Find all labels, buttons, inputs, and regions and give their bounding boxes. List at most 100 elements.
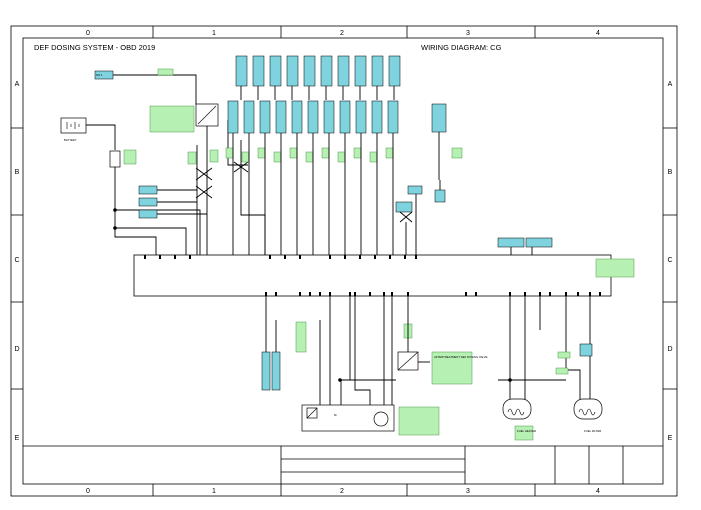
ecu-pin-top-3 bbox=[189, 255, 191, 259]
connector-stack-upper-3 bbox=[286, 55, 299, 87]
connector-stack-lower-4 bbox=[291, 100, 303, 134]
connector-stack-lower-1 bbox=[243, 100, 255, 134]
ecu-pin-bottom-12 bbox=[465, 292, 467, 296]
ecu-pin-bottom-13 bbox=[475, 292, 477, 296]
row-label-left-a: A bbox=[15, 81, 20, 88]
connector-stack-upper-0 bbox=[235, 55, 248, 87]
connector-stack-lower-8 bbox=[355, 100, 367, 134]
connector-stack-upper-5 bbox=[320, 55, 333, 87]
ecu-pin-bottom-15 bbox=[524, 292, 526, 296]
row-label-left-c: C bbox=[14, 257, 19, 264]
row-label-right-b: B bbox=[668, 169, 673, 176]
ecu-pin-bottom-1 bbox=[275, 292, 277, 296]
ecu-pin-top-6 bbox=[299, 255, 301, 259]
connector-stack-lower-0 bbox=[227, 100, 239, 134]
fuel-heater-label: FUEL HEATER bbox=[517, 429, 536, 433]
row-label-left-d: D bbox=[14, 346, 19, 353]
ecu-pin-bottom-0 bbox=[265, 292, 267, 296]
def-pump-note bbox=[398, 406, 440, 436]
battery-icon bbox=[60, 117, 87, 134]
ecu-pin-bottom-5 bbox=[329, 292, 331, 296]
row-label-right-a: A bbox=[668, 81, 673, 88]
connector-stack-upper-9 bbox=[388, 55, 401, 87]
connector-stack-upper-1 bbox=[252, 55, 265, 87]
ecu-pin-bottom-7 bbox=[354, 292, 356, 296]
valve-symbol: ⊠ bbox=[334, 413, 337, 417]
fuel-heater-note bbox=[514, 425, 534, 441]
connector-stack-lower-2 bbox=[259, 100, 271, 134]
fuel-heater-2 bbox=[573, 398, 603, 420]
bottom-wire-bundle bbox=[144, 255, 601, 296]
col-label-bottom-1: 1 bbox=[212, 488, 216, 495]
note-lower-4 bbox=[289, 147, 298, 159]
ecu-pin-bottom-19 bbox=[577, 292, 579, 296]
note-lower-6 bbox=[321, 147, 330, 159]
ecu-pin-top-7 bbox=[329, 255, 331, 259]
col-label-top-3: 3 bbox=[466, 30, 470, 37]
motor-icon bbox=[373, 411, 389, 427]
column-dividers bbox=[152, 26, 536, 496]
ecu-pin-bottom-14 bbox=[509, 292, 511, 296]
connector-stack-upper-2 bbox=[269, 55, 282, 87]
heater-element-icon bbox=[578, 408, 596, 416]
ecu-pin-top-2 bbox=[174, 255, 176, 259]
note-top-left bbox=[157, 68, 174, 76]
col-label-bottom-2: 2 bbox=[340, 488, 344, 495]
outer-frame bbox=[10, 25, 678, 497]
ecu-pin-bottom-9 bbox=[383, 292, 385, 296]
title-block bbox=[23, 445, 663, 484]
connector-right-b bbox=[434, 189, 446, 203]
ecu-pin-bottom-20 bbox=[589, 292, 591, 296]
ecu-pin-top-13 bbox=[415, 255, 417, 259]
ecu-pin-bottom-18 bbox=[565, 292, 567, 296]
inner-frame bbox=[22, 37, 664, 485]
note-lower-2 bbox=[257, 147, 266, 159]
ecu-pin-top-12 bbox=[404, 255, 406, 259]
col-label-top-4: 4 bbox=[596, 30, 600, 37]
note-d-right bbox=[557, 351, 571, 359]
col-label-top-0: 0 bbox=[86, 30, 90, 37]
ecu-pin-top-4 bbox=[269, 255, 271, 259]
note-lower-8 bbox=[353, 147, 362, 159]
col-label-bottom-0: 0 bbox=[86, 488, 90, 495]
ecu-pin-top-10 bbox=[374, 255, 376, 259]
ecu-pin-top-1 bbox=[159, 255, 161, 259]
note-right-b bbox=[451, 147, 463, 159]
heater-element-icon bbox=[507, 408, 525, 416]
fuse-icon bbox=[109, 150, 121, 168]
col-label-top-2: 2 bbox=[340, 30, 344, 37]
note-lower-5 bbox=[305, 151, 314, 163]
diagram-title: DEF DOSING SYSTEM - OBD 2019 bbox=[34, 43, 155, 52]
junction bbox=[113, 226, 117, 230]
note-b1 bbox=[187, 151, 197, 165]
note-b2 bbox=[209, 149, 219, 163]
connector-d-left-2 bbox=[271, 351, 281, 391]
def-valve-label: AFTERTREATMENT DEF DOSING VALVE bbox=[434, 355, 488, 359]
connector-b3 bbox=[138, 209, 158, 219]
fuel-filter-label: FUEL FILTER bbox=[584, 429, 601, 433]
ecu-pin-bottom-21 bbox=[599, 292, 601, 296]
ecu-pin-bottom-17 bbox=[549, 292, 551, 296]
note-d-right-2 bbox=[555, 367, 569, 375]
note-d-1 bbox=[295, 321, 307, 353]
note-lower-3 bbox=[273, 151, 282, 163]
connector-stack-upper-6 bbox=[337, 55, 350, 87]
fuel-heater-1 bbox=[502, 398, 532, 420]
row-label-right-d: D bbox=[667, 346, 672, 353]
aftertreatment-control-module bbox=[133, 254, 612, 297]
junction bbox=[508, 378, 512, 382]
note-lower-1 bbox=[241, 151, 250, 163]
connector-stack-lower-6 bbox=[323, 100, 335, 134]
ecu-pin-top-11 bbox=[389, 255, 391, 259]
connector-stack-lower-5 bbox=[307, 100, 319, 134]
junction bbox=[338, 378, 342, 382]
ecu-pin-bottom-4 bbox=[319, 292, 321, 296]
connector-b2 bbox=[138, 197, 158, 207]
connector-d-left-1 bbox=[261, 351, 271, 391]
connector-b1 bbox=[138, 185, 158, 195]
row-label-right-c: C bbox=[667, 257, 672, 264]
battery-label: BATTERY bbox=[64, 138, 77, 142]
connector-top-left-label: NO 1 bbox=[96, 73, 103, 77]
def-quality-sensor-note bbox=[149, 105, 195, 133]
connector-stack-lower-3 bbox=[275, 100, 287, 134]
